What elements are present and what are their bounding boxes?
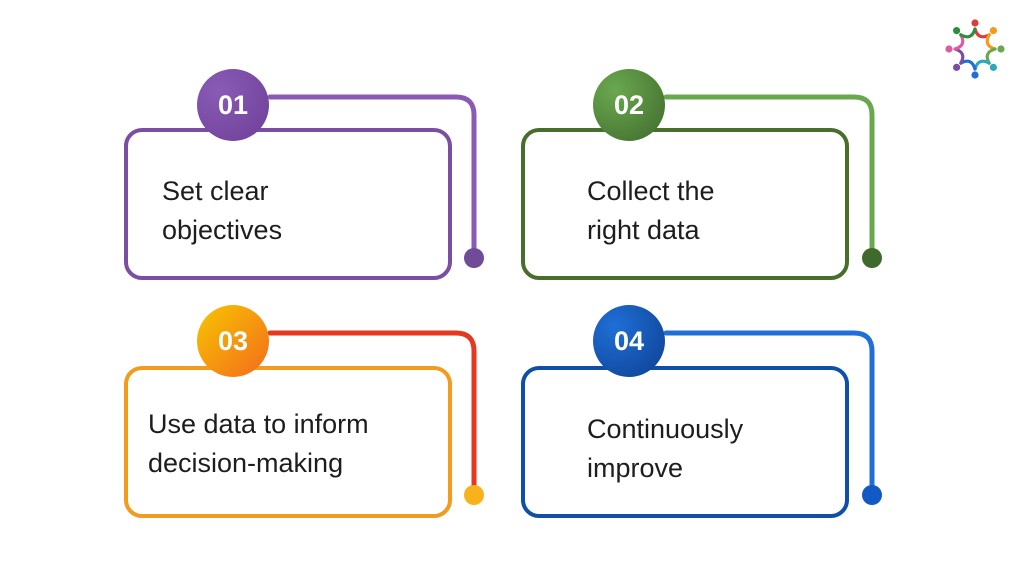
logo-dot	[945, 45, 953, 53]
logo-dot	[971, 19, 979, 27]
step-text-4-line-2: improve	[587, 453, 684, 483]
step-text-2-line-2: right data	[587, 215, 700, 245]
step-card-1: Set clear objectives	[124, 128, 452, 280]
connector-end-dot-3	[464, 485, 484, 505]
step-text-1: Set clear objectives	[162, 172, 282, 250]
step-text-2: Collect the right data	[587, 172, 715, 250]
connector-line-2	[663, 94, 875, 261]
connector-line-1	[267, 94, 477, 261]
connector-end-dot-4	[862, 485, 882, 505]
step-number-badge-4: 04	[593, 305, 665, 377]
step-text-4-line-1: Continuously	[587, 414, 744, 444]
connector-end-dot-1	[464, 248, 484, 268]
logo-arc	[953, 47, 965, 65]
logo-dot	[997, 45, 1005, 53]
step-number-badge-3: 03	[197, 305, 269, 377]
step-text-3-line-2: decision-making	[148, 448, 344, 478]
step-text-3-line-1: Use data to inform	[148, 409, 369, 439]
step-number-badge-1: 01	[197, 69, 269, 141]
connector-end-dot-2	[862, 248, 882, 268]
logo-arc	[973, 59, 991, 71]
connector-line-3	[267, 330, 477, 498]
logo-arc	[959, 27, 977, 39]
step-text-2-line-1: Collect the	[587, 176, 715, 206]
flower-logo-icon	[945, 19, 1005, 79]
step-card-4: Continuously improve	[521, 366, 849, 518]
logo-dot	[989, 27, 997, 35]
logo-dot	[953, 27, 961, 35]
step-number-badge-2: 02	[593, 69, 665, 141]
logo-dot	[953, 63, 961, 71]
logo-arc	[985, 33, 997, 51]
step-text-1-line-2: objectives	[162, 215, 283, 245]
step-card-3: Use data to inform decision-making	[124, 366, 452, 518]
step-text-3: Use data to inform decision-making	[148, 405, 369, 483]
connector-line-4	[663, 330, 875, 498]
step-text-1-line-1: Set clear	[162, 176, 269, 206]
step-text-4: Continuously improve	[587, 410, 743, 488]
logo-dot	[971, 71, 979, 79]
step-card-2: Collect the right data	[521, 128, 849, 280]
logo-dot	[989, 63, 997, 71]
